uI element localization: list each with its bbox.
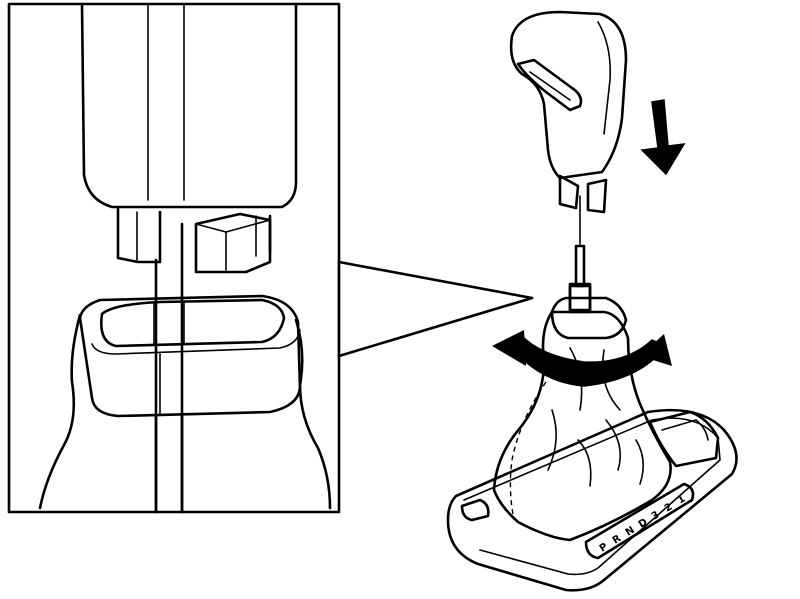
- rotate-arrow-icon: [492, 330, 672, 387]
- shifter-assembly: [446, 244, 738, 592]
- inset-knob-body: [80, 2, 298, 209]
- inset-clip-left: [116, 205, 162, 264]
- inset-collar-ring: [78, 294, 302, 418]
- gear-label-3: 3: [650, 510, 662, 523]
- callout-pointer: [337, 260, 534, 358]
- gear-position-labels: P R N D 3 2 1: [598, 494, 688, 555]
- shifter-base-plate: [446, 408, 738, 592]
- inset-boot: [38, 313, 332, 510]
- gear-indicator-strip: [584, 482, 695, 560]
- gear-knob: [509, 10, 628, 245]
- shift-boot: [492, 310, 672, 542]
- gear-label-2: 2: [663, 502, 675, 515]
- gear-label-1: 1: [676, 494, 688, 507]
- detail-inset: [7, 2, 341, 514]
- down-arrow-icon: [640, 99, 686, 176]
